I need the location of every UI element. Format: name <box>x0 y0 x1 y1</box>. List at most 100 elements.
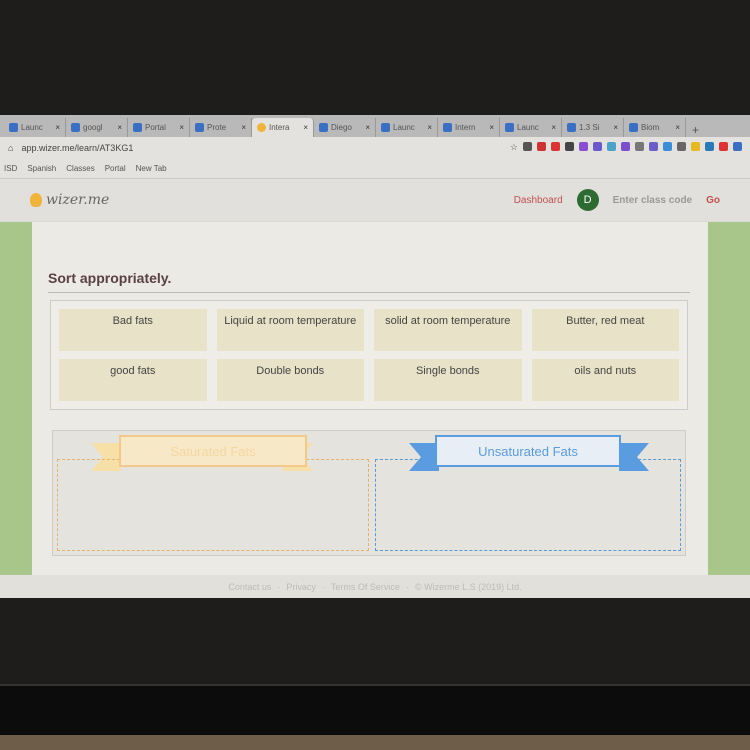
bookmarks-bar: ISD Spanish Classes Portal New Tab <box>0 158 750 179</box>
extension-icon[interactable] <box>551 142 560 151</box>
separator: · <box>405 581 409 592</box>
close-icon[interactable]: × <box>241 123 246 132</box>
draggable-card[interactable]: Liquid at room temperature <box>216 309 364 351</box>
close-icon[interactable]: × <box>365 123 370 132</box>
draggable-card[interactable]: good fats <box>59 359 207 401</box>
extension-icon[interactable] <box>621 142 630 151</box>
separator: · <box>321 581 325 592</box>
tab-label: 1.3 Si <box>579 123 600 132</box>
close-icon[interactable]: × <box>551 123 556 132</box>
close-icon[interactable]: × <box>55 123 60 132</box>
browser-tab[interactable]: Prote× <box>190 118 252 137</box>
close-icon[interactable]: × <box>675 123 680 132</box>
draggable-card[interactable]: Butter, red meat <box>531 309 679 351</box>
favicon-icon <box>629 123 638 132</box>
extension-icon[interactable] <box>705 142 714 151</box>
footer-link[interactable]: Privacy <box>286 581 316 592</box>
draggable-card[interactable]: Double bonds <box>216 359 364 401</box>
home-icon[interactable]: ⌂ <box>8 142 14 153</box>
favicon-icon <box>567 123 576 132</box>
tab-label: Portal <box>145 123 166 132</box>
star-icon[interactable]: ☆ <box>509 142 518 152</box>
extension-icon[interactable] <box>677 142 686 151</box>
browser-tab[interactable]: googl × <box>66 118 128 137</box>
favicon-icon <box>381 123 390 132</box>
new-tab-button[interactable]: + <box>692 123 700 137</box>
extension-icon[interactable] <box>635 142 644 151</box>
draggable-card[interactable]: Single bonds <box>374 359 522 401</box>
browser-tab[interactable]: Portal × <box>128 118 190 137</box>
favicon-icon <box>133 123 142 132</box>
tab-label: Biom <box>641 123 660 132</box>
dashboard-link[interactable]: Dashboard <box>513 194 563 206</box>
close-icon[interactable]: × <box>179 123 184 132</box>
tab-label: googl <box>83 123 103 132</box>
desk <box>0 735 750 750</box>
bookmark[interactable]: Portal <box>104 163 126 173</box>
bookmark[interactable]: Classes <box>66 163 95 173</box>
extension-icon[interactable] <box>691 142 700 151</box>
sort-bins: Saturated Fats Unsaturated Fats <box>52 430 686 556</box>
close-icon[interactable]: × <box>613 123 618 132</box>
extension-icon[interactable] <box>537 142 546 151</box>
browser-tab[interactable]: Biom × <box>624 118 686 137</box>
separator: · <box>277 581 281 592</box>
tab-label: Intern <box>455 123 476 132</box>
avatar[interactable]: D <box>576 189 599 211</box>
footer-link[interactable]: Contact us <box>228 581 272 592</box>
extensions: ☆ <box>510 142 742 153</box>
favicon-icon <box>443 123 452 132</box>
extension-icon[interactable] <box>565 142 574 151</box>
close-icon[interactable]: × <box>489 123 494 132</box>
browser-tab[interactable]: 1.3 Si × <box>562 118 624 137</box>
bookmark[interactable]: New Tab <box>135 163 167 173</box>
draggable-card[interactable]: Bad fats <box>59 309 207 351</box>
extension-icon[interactable] <box>579 142 588 151</box>
wizer-logo[interactable]: wizer.me <box>30 192 109 208</box>
drop-zone-unsaturated[interactable] <box>375 459 681 551</box>
browser-tab[interactable]: Intern × <box>438 118 500 137</box>
footer: Contact us · Privacy · Terms Of Service · ©… <box>0 575 750 598</box>
close-icon[interactable]: × <box>427 123 432 132</box>
favicon-icon <box>319 123 328 132</box>
extension-icon[interactable] <box>649 142 658 151</box>
extension-icon[interactable] <box>607 142 616 151</box>
divider <box>48 292 690 293</box>
browser-tab[interactable]: Launc × <box>4 118 66 137</box>
close-icon[interactable]: × <box>303 123 308 132</box>
footer-link[interactable]: Terms Of Service <box>330 581 400 592</box>
lightbulb-icon <box>30 193 42 207</box>
close-icon[interactable]: × <box>117 123 122 132</box>
draggable-card[interactable]: solid at room temperature <box>374 309 522 351</box>
extension-icon[interactable] <box>733 142 742 151</box>
tab-label: Launc <box>393 123 415 132</box>
browser-tab[interactable]: Launc× <box>500 118 562 137</box>
tab-label: Intera <box>269 123 290 132</box>
favicon-icon <box>505 123 514 132</box>
url-field[interactable]: app.wizer.me/learn/AT3KG1 <box>21 142 134 153</box>
site-header: wizer.me Dashboard D Enter class code Go <box>0 179 750 221</box>
bookmark[interactable]: ISD <box>4 163 18 173</box>
browser-window: Launc×googl×Portal×Prote×Intera×Diego×La… <box>0 115 750 598</box>
favicon-icon <box>257 123 266 132</box>
browser-tab[interactable]: Launc × <box>376 118 438 137</box>
draggable-card[interactable]: oils and nuts <box>531 359 679 401</box>
browser-tab[interactable]: Intera × <box>252 118 314 137</box>
tab-label: Diego <box>331 123 352 132</box>
extension-icon[interactable] <box>663 142 672 151</box>
go-button[interactable]: Go <box>706 194 720 206</box>
tab-label: Launc <box>21 123 43 132</box>
extension-icon[interactable] <box>719 142 728 151</box>
bookmark[interactable]: Spanish <box>27 163 57 173</box>
copyright: © Wizerme L.S (2019) Ltd. <box>414 581 522 592</box>
extension-icon[interactable] <box>593 142 602 151</box>
address-bar: ⌂ app.wizer.me/learn/AT3KG1 ☆ <box>0 137 750 158</box>
question-title: Sort appropriately. <box>48 270 172 286</box>
extension-icon[interactable] <box>523 142 532 151</box>
drop-zone-saturated[interactable] <box>57 459 369 551</box>
logo-text: wizer.me <box>46 192 110 208</box>
class-code-input[interactable]: Enter class code <box>612 194 693 206</box>
browser-tab[interactable]: Diego × <box>314 118 376 137</box>
bin-label-unsaturated: Unsaturated Fats <box>435 435 621 467</box>
